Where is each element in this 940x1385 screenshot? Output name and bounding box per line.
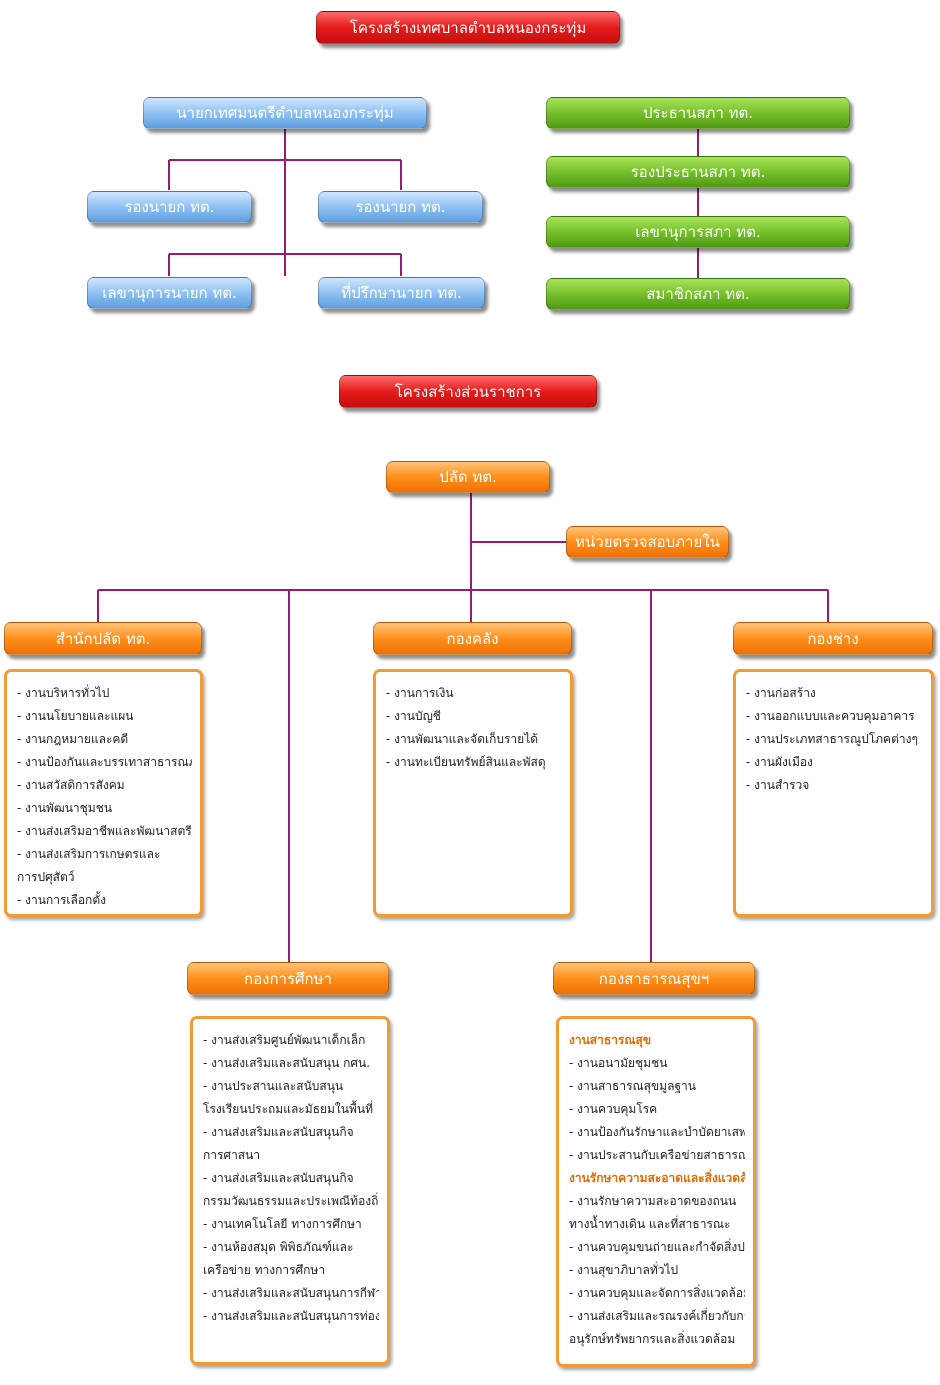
list-item: อนุรักษ์ทรัพยากรและสิ่งแวดล้อม (569, 1332, 736, 1346)
municipality-structure-title: โครงสร้างเทศบาลตำบลหนองกระทุ่ม (316, 11, 620, 44)
education-division-panel: - งานส่งเสริมศูนย์พัฒนาเด็กเล็ก - งานส่งเ… (190, 1016, 390, 1365)
list-item: การปศุสัตว์ (17, 870, 75, 884)
finance-division-panel: - งานการเงิน - งานบัญชี - งานพัฒนาและจัดเก… (373, 669, 573, 917)
list-item: - งานออกแบบและควบคุมอาคาร (746, 709, 915, 723)
list-item: - งานควบคุมขนถ่ายและกำจัดสิ่งปฏิกูล (569, 1240, 745, 1254)
education-division-list: - งานส่งเสริมศูนย์พัฒนาเด็กเล็ก - งานส่งเ… (203, 1029, 379, 1328)
list-item: - งานห้องสมุด พิพิธภัณฑ์และ (203, 1240, 354, 1254)
connector-line (288, 590, 652, 962)
list-item: - งานสาธารณสุขมูลฐาน (569, 1079, 697, 1093)
section-subheading: งานรักษาความสะอาดและสิ่งแวดล้อม (569, 1171, 745, 1185)
palad-box[interactable]: ปลัด ทต. (386, 461, 550, 493)
education-division-title[interactable]: กองการศึกษา (187, 962, 389, 995)
list-item: ทางน้ำทางเดิน และที่สาธารณะ (569, 1217, 731, 1231)
list-item: - งานสำรวจ (746, 778, 810, 792)
list-item: - งานส่งเสริมและสนับสนุนกิจ (203, 1125, 354, 1139)
list-item: - งานพัฒนาและจัดเก็บรายได้ (386, 732, 539, 746)
list-item: - งานป้องกันและบรรเทาสาธารณภัย (17, 755, 192, 769)
council-members-box[interactable]: สมาชิกสภา ทต. (546, 278, 850, 310)
public-health-division-panel: งานสาธารณสุข - งานอนามัยชุมชน - งานสาธารณส… (556, 1016, 756, 1367)
list-item: - งานประเภทสาธารณูปโภคต่างๆ (746, 732, 918, 746)
list-item: - งานส่งเสริมอาชีพและพัฒนาสตรี (17, 824, 192, 838)
list-item: - งานประสานและสนับสนุน (203, 1079, 344, 1093)
mayor-advisor-box[interactable]: ที่ปรึกษานายก ทต. (318, 277, 485, 309)
internal-audit-unit-box[interactable]: หน่วยตรวจสอบภายใน (566, 526, 729, 558)
list-item: - งานกฎหมายและคดี (17, 732, 129, 746)
list-item: - งานสวัสดิการสังคม (17, 778, 125, 792)
list-item: - งานส่งเสริมศูนย์พัฒนาเด็กเล็ก (203, 1033, 366, 1047)
list-item: - งานผังเมือง (746, 755, 813, 769)
list-item: เครือข่าย ทางการศึกษา (203, 1263, 326, 1277)
public-health-division-title[interactable]: กองสาธารณสุขฯ (553, 962, 755, 995)
section-subheading: งานสาธารณสุข (569, 1033, 652, 1047)
public-health-division-list: งานสาธารณสุข - งานอนามัยชุมชน - งานสาธารณส… (569, 1029, 745, 1351)
list-item: - งานทะเบียนทรัพย์สินและพัสดุ (386, 755, 546, 769)
office-of-palad-list: - งานบริหารทั่วไป - งานนโยบายและแผน - งานก… (17, 682, 192, 912)
list-item: - งานส่งเสริมและสนับสนุน กศน. (203, 1056, 371, 1070)
list-item: - งานบริหารทั่วไป (17, 686, 110, 700)
list-item: - งานควบคุมโรค (569, 1102, 658, 1116)
finance-division-title[interactable]: กองคลัง (373, 622, 572, 655)
engineering-division-list: - งานก่อสร้าง - งานออกแบบและควบคุมอาคาร - … (746, 682, 923, 797)
connector-line (97, 590, 829, 622)
office-of-palad-title[interactable]: สำนักปลัด ทต. (4, 622, 202, 655)
agency-structure-title: โครงสร้างส่วนราชการ (339, 375, 597, 408)
list-item: - งานการเลือกตั้ง (17, 893, 106, 907)
list-item: - งานส่งเสริมและสนับสนุนการกีฬา (203, 1286, 379, 1300)
list-item: - งานบัญชี (386, 709, 441, 723)
list-item: - งานการเงิน (386, 686, 454, 700)
list-item: - งานก่อสร้าง (746, 686, 816, 700)
council-chairman-box[interactable]: ประธานสภา ทต. (546, 97, 850, 129)
list-item: - งานป้องกันรักษาและบำบัดยาเสพติด (569, 1125, 745, 1139)
list-item: การศาสนา (203, 1148, 261, 1162)
list-item: กรรมวัฒนธรรมและประเพณีท้องถิ่น (203, 1194, 379, 1208)
council-secretary-box[interactable]: เลขานุการสภา ทต. (546, 216, 850, 248)
deputy-mayor-2-box[interactable]: รองนายก ทต. (318, 191, 483, 223)
list-item: - งานส่งเสริมและรณรงค์เกี่ยวกับการ (569, 1309, 745, 1323)
list-item: - งานประสานกับเครือข่ายสาธารณสุข (569, 1148, 745, 1162)
mayor-box[interactable]: นายกเทศมนตรีตำบลหนองกระทุ่ม (143, 97, 427, 129)
engineering-division-title[interactable]: กองช่าง (733, 622, 933, 655)
list-item: - งานควบคุมและจัดการสิ่งแวดล้อม (569, 1286, 745, 1300)
list-item: - งานส่งเสริมและสนับสนุนกิจ (203, 1171, 354, 1185)
list-item: - งานส่งเสริมและสนับสนุนการท่องเที่ยว (203, 1309, 379, 1323)
list-item: โรงเรียนประถมและมัธยมในพื้นที่ (203, 1102, 374, 1116)
connector-line (168, 160, 402, 190)
engineering-division-panel: - งานก่อสร้าง - งานออกแบบและควบคุมอาคาร - … (733, 669, 934, 917)
list-item: - งานนโยบายและแผน (17, 709, 134, 723)
list-item: - งานรักษาความสะอาดของถนน (569, 1194, 737, 1208)
list-item: - งานส่งเสริมการเกษตรและ (17, 847, 161, 861)
list-item: - งานสุขาภิบาลทั่วไป (569, 1263, 679, 1277)
list-item: - งานอนามัยชุมชน (569, 1056, 668, 1070)
list-item: - งานพัฒนาชุมชน (17, 801, 113, 815)
list-item: - งานเทคโนโลยี ทางการศึกษา (203, 1217, 362, 1231)
finance-division-list: - งานการเงิน - งานบัญชี - งานพัฒนาและจัดเก… (386, 682, 562, 774)
mayor-secretary-box[interactable]: เลขานุการนายก ทต. (87, 277, 252, 309)
office-of-palad-panel: - งานบริหารทั่วไป - งานนโยบายและแผน - งานก… (4, 669, 203, 917)
council-vice-chairman-box[interactable]: รองประธานสภา ทต. (546, 156, 850, 188)
connector-line (168, 254, 402, 276)
deputy-mayor-1-box[interactable]: รองนายก ทต. (87, 191, 252, 223)
